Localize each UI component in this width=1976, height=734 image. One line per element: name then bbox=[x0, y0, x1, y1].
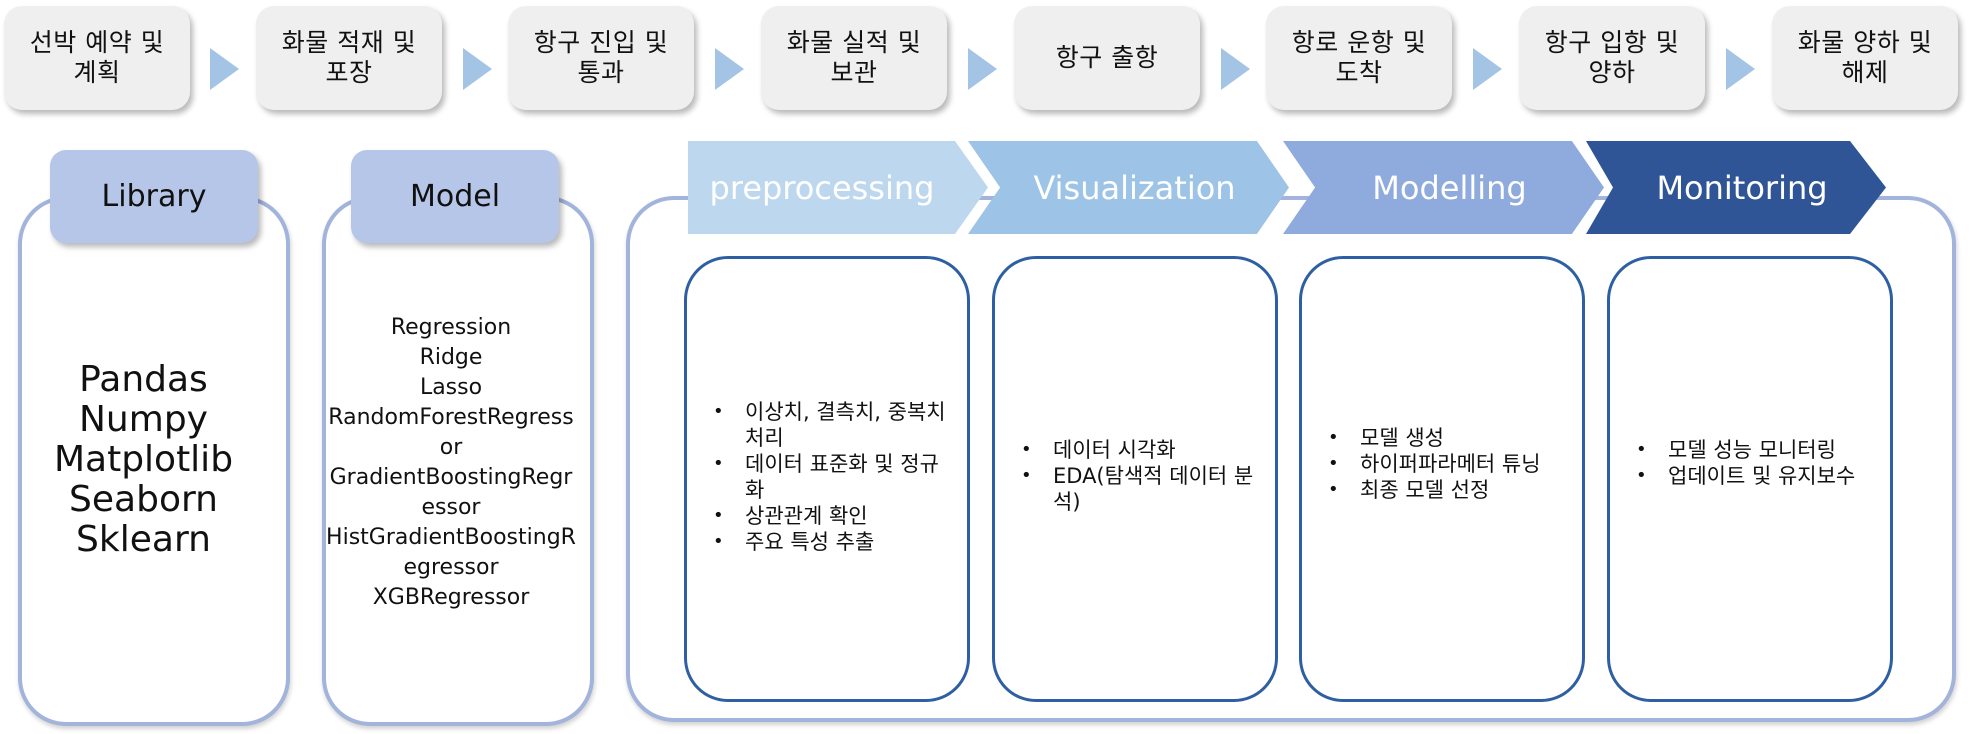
stage-chevron-monitoring: Monitoring bbox=[1586, 141, 1886, 234]
bullet-list: 데이터 시각화 EDA(탐색적 데이터 분석) bbox=[1017, 437, 1257, 515]
bullet-list: 이상치, 결측치, 중복치 처리 데이터 표준화 및 정규화 상관관계 확인 주… bbox=[709, 399, 949, 555]
step-port-departure: 항구 출항 bbox=[1014, 6, 1200, 110]
bullet-item: 모델 성능 모니터링 bbox=[1632, 437, 1872, 463]
model-panel bbox=[322, 196, 594, 726]
step-label: 선박 예약 및 계획 bbox=[29, 28, 165, 87]
model-item: Lasso bbox=[419, 375, 483, 400]
bullet-item: 주요 특성 추출 bbox=[709, 529, 949, 555]
model-title: Model bbox=[409, 179, 501, 214]
stage-title: preprocessing bbox=[709, 168, 935, 207]
stage-title: Modelling bbox=[1372, 168, 1527, 207]
step-label: 항구 진입 및 통과 bbox=[533, 28, 669, 87]
arrow-right-icon bbox=[1473, 48, 1502, 90]
bullet-list: 모델 성능 모니터링 업데이트 및 유지보수 bbox=[1632, 437, 1872, 489]
model-list: Regression Ridge Lasso RandomForestRegre… bbox=[326, 313, 576, 613]
library-tab: Library bbox=[50, 150, 258, 243]
bullet-list: 모델 생성 하이퍼파라메터 튜닝 최종 모델 선정 bbox=[1324, 425, 1564, 503]
bullet-item: 데이터 표준화 및 정규화 bbox=[709, 451, 949, 503]
step-cargo-loading: 화물 적재 및 포장 bbox=[256, 6, 442, 110]
stage-card-modelling: 모델 생성 하이퍼파라메터 튜닝 최종 모델 선정 bbox=[1299, 256, 1585, 702]
step-cargo-release: 화물 양하 및 해제 bbox=[1772, 6, 1958, 110]
step-label: 항구 입항 및 양하 bbox=[1544, 28, 1680, 87]
arrow-right-icon bbox=[1726, 48, 1755, 90]
library-panel bbox=[18, 196, 290, 726]
bullet-item: 업데이트 및 유지보수 bbox=[1632, 463, 1872, 489]
library-item: Seaborn bbox=[69, 479, 218, 520]
step-label: 화물 양하 및 해제 bbox=[1797, 28, 1933, 87]
bullet-item: 모델 생성 bbox=[1324, 425, 1564, 451]
bullet-item: 상관관계 확인 bbox=[709, 503, 949, 529]
library-item: Matplotlib bbox=[53, 439, 234, 480]
arrow-right-icon bbox=[968, 48, 997, 90]
arrow-right-icon bbox=[463, 48, 492, 90]
arrow-right-icon bbox=[1221, 48, 1250, 90]
stage-chevron-modelling: Modelling bbox=[1283, 141, 1604, 234]
library-title: Library bbox=[101, 179, 207, 214]
bullet-item: 최종 모델 선정 bbox=[1324, 477, 1564, 503]
stage-chevron-visualization: Visualization bbox=[968, 141, 1289, 234]
model-item: Ridge bbox=[419, 345, 483, 370]
step-label: 항구 출항 bbox=[1055, 43, 1159, 72]
stage-card-preprocessing: 이상치, 결측치, 중복치 처리 데이터 표준화 및 정규화 상관관계 확인 주… bbox=[684, 256, 970, 702]
bullet-item: 이상치, 결측치, 중복치 처리 bbox=[709, 399, 949, 451]
step-cargo-storage: 화물 실적 및 보관 bbox=[761, 6, 947, 110]
library-item: Sklearn bbox=[76, 519, 211, 560]
arrow-right-icon bbox=[210, 48, 239, 90]
step-port-entry: 항구 진입 및 통과 bbox=[508, 6, 694, 110]
stage-card-visualization: 데이터 시각화 EDA(탐색적 데이터 분석) bbox=[992, 256, 1278, 702]
stage-chevron-preprocessing: preprocessing bbox=[688, 141, 988, 234]
model-item: GradientBoostingRegressor bbox=[329, 465, 573, 520]
stage-title: Visualization bbox=[1033, 168, 1236, 207]
model-item: HistGradientBoostingRegressor bbox=[326, 525, 576, 580]
step-label: 화물 실적 및 보관 bbox=[786, 28, 922, 87]
library-list: Pandas Numpy Matplotlib Seaborn Sklearn bbox=[22, 360, 265, 560]
bullet-item: 데이터 시각화 bbox=[1017, 437, 1257, 463]
stage-card-monitoring: 모델 성능 모니터링 업데이트 및 유지보수 bbox=[1607, 256, 1893, 702]
arrow-right-icon bbox=[715, 48, 744, 90]
step-label: 항로 운항 및 도착 bbox=[1291, 28, 1427, 87]
step-ship-booking: 선박 예약 및 계획 bbox=[4, 6, 190, 110]
step-label: 화물 적재 및 포장 bbox=[281, 28, 417, 87]
stage-title: Monitoring bbox=[1656, 168, 1828, 207]
bullet-item: EDA(탐색적 데이터 분석) bbox=[1017, 463, 1257, 515]
library-item: Pandas bbox=[79, 359, 208, 400]
model-tab: Model bbox=[351, 150, 559, 243]
model-item: RandomForestRegressor bbox=[328, 405, 574, 460]
bullet-item: 하이퍼파라메터 튜닝 bbox=[1324, 451, 1564, 477]
library-item: Numpy bbox=[79, 399, 208, 440]
model-item: XGBRegressor bbox=[372, 585, 530, 610]
step-port-unloading: 항구 입항 및 양하 bbox=[1519, 6, 1705, 110]
step-route-arrival: 항로 운항 및 도착 bbox=[1266, 6, 1452, 110]
model-item: Regression bbox=[390, 315, 512, 340]
